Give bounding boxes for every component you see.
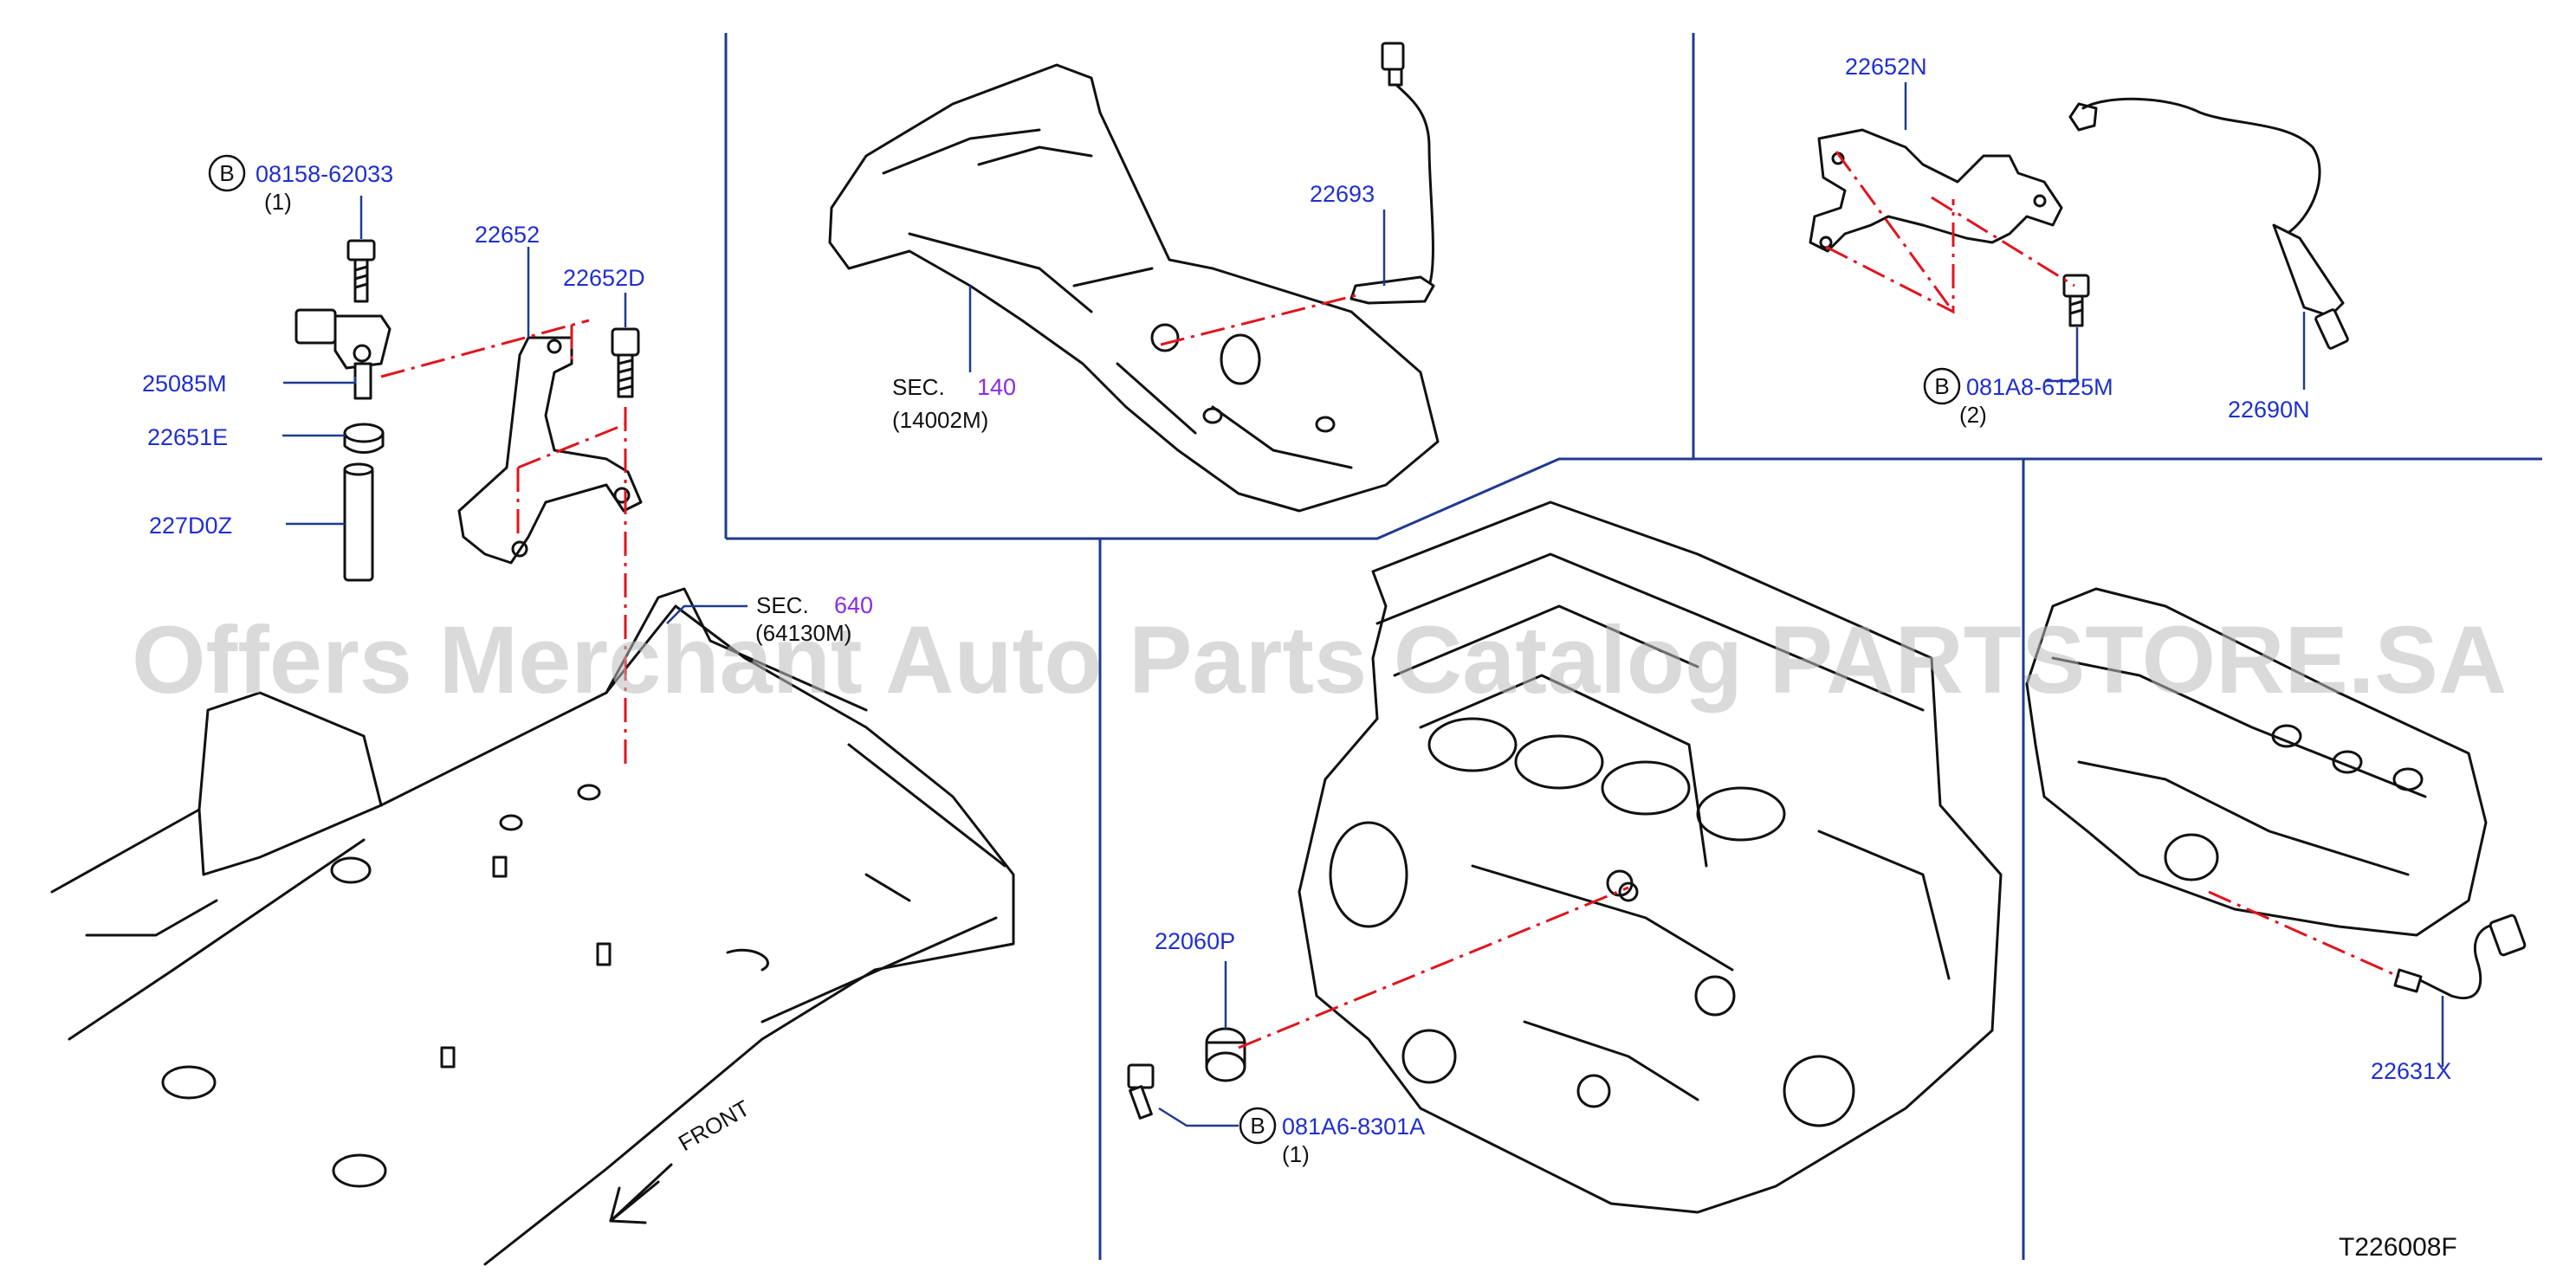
bolt-marker-081A8: B: [1923, 367, 1961, 405]
part-label-22693[interactable]: 22693: [1310, 181, 1375, 207]
bolt-marker-08158: B: [208, 154, 246, 192]
diagram-code: T226008F: [2339, 1233, 2457, 1262]
part-label-22652D[interactable]: 22652D: [563, 265, 645, 291]
part-label-25085M[interactable]: 25085M: [142, 371, 227, 397]
part-label-227D0Z[interactable]: 227D0Z: [149, 513, 232, 539]
knock-sensor-22060P-drawing: [1205, 1027, 1246, 1082]
part-label-22060P[interactable]: 22060P: [1155, 928, 1235, 954]
center-line-22631X: [2208, 890, 2400, 978]
sec-140-prefix: SEC.: [892, 374, 945, 400]
exhaust-manifold-drawing: [828, 63, 1440, 513]
panel-separators: [724, 33, 2542, 1260]
leader-lines: [282, 82, 2444, 1127]
o2-sensor-22693-drawing: [1349, 42, 1435, 305]
part-label-081A8-6125M[interactable]: 081A8-6125M: [1966, 374, 2113, 400]
watermark: Offers Merchant Auto Parts Catalog PARTS…: [132, 607, 2507, 714]
center-lines-top-right: [1825, 151, 2075, 314]
sec-640-sub: (64130M): [755, 620, 851, 646]
sec-640-number[interactable]: 640: [834, 592, 873, 618]
front-arrow: FRONT: [609, 1095, 754, 1224]
part-label-22690N[interactable]: 22690N: [2228, 397, 2310, 423]
cylinder-head-drawing: [2025, 587, 2488, 937]
part-label-22652[interactable]: 22652: [475, 222, 540, 248]
part-label-081A6-8301A[interactable]: 081A6-8301A: [1282, 1114, 1425, 1140]
part-label-22652N[interactable]: 22652N: [1845, 54, 1927, 80]
bolt-081A6-drawing: [1127, 1063, 1155, 1120]
bracket-22652-drawing: [457, 336, 643, 565]
engine-block-drawing: [1298, 500, 2003, 1214]
clip-22651E-drawing: [343, 423, 385, 454]
bolt-22652D-drawing: [611, 327, 640, 398]
sec-140-sub: (14002M): [892, 407, 988, 433]
hose-227D0Z-drawing: [343, 462, 374, 582]
bracket-22652N-drawing: [1809, 128, 2063, 253]
svg-text:B: B: [1250, 1113, 1265, 1139]
part-label-08158-62033[interactable]: 08158-62033: [256, 161, 393, 187]
sec-140-number[interactable]: 140: [977, 374, 1016, 400]
part-qty-081A8: (2): [1959, 402, 1987, 428]
sensor-22631X-drawing: [2393, 914, 2527, 1000]
sensor-25085M-drawing: [294, 308, 392, 400]
o2-sensor-22690N-drawing: [2068, 97, 2349, 350]
part-qty-08158: (1): [264, 189, 292, 215]
center-line-22060P: [1238, 886, 1629, 1049]
floor-panel-drawing: [50, 587, 1015, 1266]
bolt-081A8-drawing: [2062, 274, 2090, 327]
part-qty-081A6: (1): [1282, 1141, 1310, 1167]
part-label-22631X[interactable]: 22631X: [2371, 1058, 2451, 1084]
part-label-22651E[interactable]: 22651E: [147, 424, 228, 450]
svg-text:B: B: [219, 160, 234, 186]
bolt-marker-081A6: B: [1239, 1107, 1277, 1145]
center-lines-left: [380, 319, 627, 771]
svg-text:B: B: [1934, 373, 1949, 399]
bolt-08158-drawing: [346, 239, 376, 303]
center-line-22693: [1160, 293, 1361, 346]
sec-640-prefix: SEC.: [756, 592, 809, 618]
